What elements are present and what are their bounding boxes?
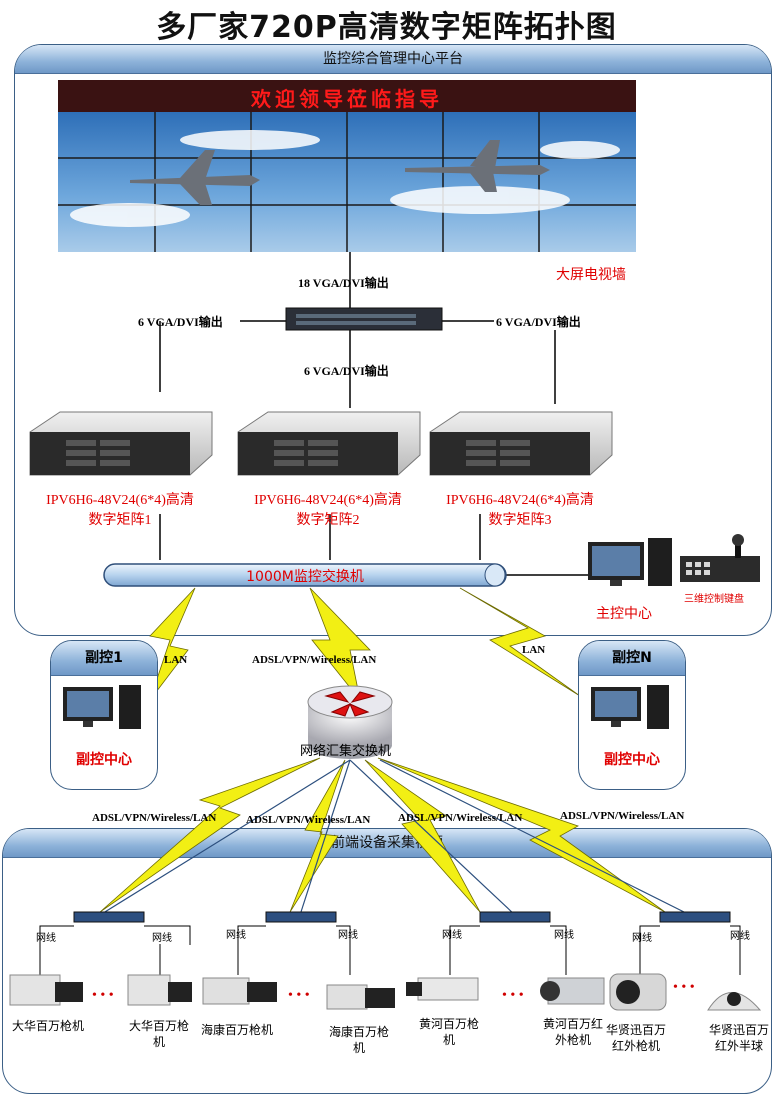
keyboard-icon [680,534,760,582]
cable-label-6: 网线 [554,930,574,941]
output-right-label: 6 VGA/DVI输出 [496,315,581,329]
dots-2: • • • [288,988,310,1003]
matrix-server-2 [237,411,421,476]
jet-left-icon [130,150,260,205]
edge-switch-3 [449,911,567,975]
camera-dahua-2-icon [127,974,192,1006]
downlinks [99,757,666,913]
matrix-server-1 [29,411,213,476]
downlink-2-label: ADSL/VPN/Wireless/LAN [246,814,371,826]
camera-dahua-1-icon [9,974,83,1006]
vga-lines [159,252,588,576]
router-label: 网络汇集交换机 [300,744,392,759]
main-control-label: 主控中心 [596,606,652,622]
camera-hik-2-icon [326,984,395,1010]
jet-right-icon [405,140,550,192]
matrix-2-label: IPV6H6-48V24(6*4)高清 数字矩阵2 [238,491,418,531]
camera-label-7: 华贤迅百万红外枪机 [605,1023,666,1053]
cable-label-3: 网线 [226,930,246,941]
camera-hxx-1-icon [609,973,667,1011]
matrix-2-model: IPV6H6-48V24(6*4)高清 [254,493,402,508]
output-middle-label: 6 VGA/DVI输出 [304,364,389,378]
downlink-4-label: ADSL/VPN/Wireless/LAN [560,810,685,822]
dots-4: • • • [673,980,695,995]
router-icon [307,685,393,759]
core-uplink-icon [309,587,371,701]
cable-label-4: 网线 [338,930,358,941]
sub-control-1-title: 副控1 [51,641,157,676]
output-top-label: 18 VGA/DVI输出 [298,276,389,290]
matrix-2-name: 数字矩阵2 [296,513,360,528]
matrix-1-name: 数字矩阵1 [88,513,152,528]
clouds [70,130,620,227]
led-banner [58,80,636,112]
matrix-1-label: IPV6H6-48V24(6*4)高清 数字矩阵1 [30,491,210,531]
camera-hik-1-icon [202,977,277,1005]
camera-hxx-2-icon [707,992,762,1011]
cable-label-8: 网线 [730,931,750,942]
matrix-server-3 [429,411,613,476]
camera-label-6: 黄河百万红外枪机 [542,1017,603,1047]
camera-huanghe-2-icon [540,977,605,1005]
matrix-3-model: IPV6H6-48V24(6*4)高清 [446,493,594,508]
edge-switch-2 [237,911,351,975]
camera-label-4: 海康百万枪机 [328,1025,389,1055]
main-control-computer-icon [588,538,672,586]
core-switch-pipe [103,563,507,587]
downlink-2-icon [289,759,346,913]
sub-control-1-computer-icon [63,685,141,729]
output-left-label: 6 VGA/DVI输出 [138,315,223,329]
downlink-1-label: ADSL/VPN/Wireless/LAN [92,812,217,824]
lan-right-label: LAN [522,644,546,656]
management-center-title: 监控综合管理中心平台 [15,45,771,74]
matrix-3-name: 数字矩阵3 [488,513,552,528]
matrix-1-model: IPV6H6-48V24(6*4)高清 [46,493,194,508]
matrix-3-label: IPV6H6-48V24(6*4)高清 数字矩阵3 [430,491,610,531]
front-end-title: 前端设备采集视频 [3,829,771,858]
sub-control-1-footer: 副控中心 [76,752,132,768]
sub-control-1: 副控1 副控中心 [50,640,158,790]
cable-label-2: 网线 [152,933,172,944]
downlink-3-label: ADSL/VPN/Wireless/LAN [398,812,523,824]
core-switch-label: 1000M监控交换机 [246,569,364,585]
downlink-3-icon [364,759,481,913]
dots-1: • • • [92,988,114,1003]
dots-3: • • • [502,988,524,1003]
sub-control-n-footer: 副控中心 [604,752,660,768]
camera-label-3: 海康百万枪机 [200,1023,273,1037]
front-end-panel: 前端设备采集视频 [2,828,772,1094]
sub-control-n-computer-icon [591,685,669,729]
lan-link-right-icon [459,587,581,697]
keyboard-label: 三维控制键盘 [684,594,744,605]
vga-distributor [285,307,443,331]
edge-switches [39,911,741,975]
sub-control-n-title: 副控N [579,641,685,676]
edge-switch-4 [639,911,741,975]
cable-label-1: 网线 [36,933,56,944]
cable-label-7: 网线 [632,933,652,944]
edge-switch-1 [39,911,191,975]
camera-label-1: 大华百万枪机 [11,1019,84,1033]
page-title: 多厂家720P高清数字矩阵拓扑图 [156,10,617,45]
sub-control-n: 副控N 副控中心 [578,640,686,790]
led-welcome-text: 欢迎领导莅临指导 [251,87,443,111]
camera-huanghe-1-icon [406,977,479,1001]
camera-label-5: 黄河百万枪机 [418,1017,479,1047]
lan-left-label: LAN [164,654,188,666]
vga-ports [296,314,416,325]
cable-label-5: 网线 [442,930,462,941]
downlink-wires [99,759,691,916]
camera-label-2: 大华百万枪机 [128,1019,189,1049]
camera-label-8: 华贤迅百万红外半球 [708,1023,769,1053]
core-uplink-label: ADSL/VPN/Wireless/LAN [252,654,377,666]
video-wall-label: 大屏电视墙 [556,268,626,283]
